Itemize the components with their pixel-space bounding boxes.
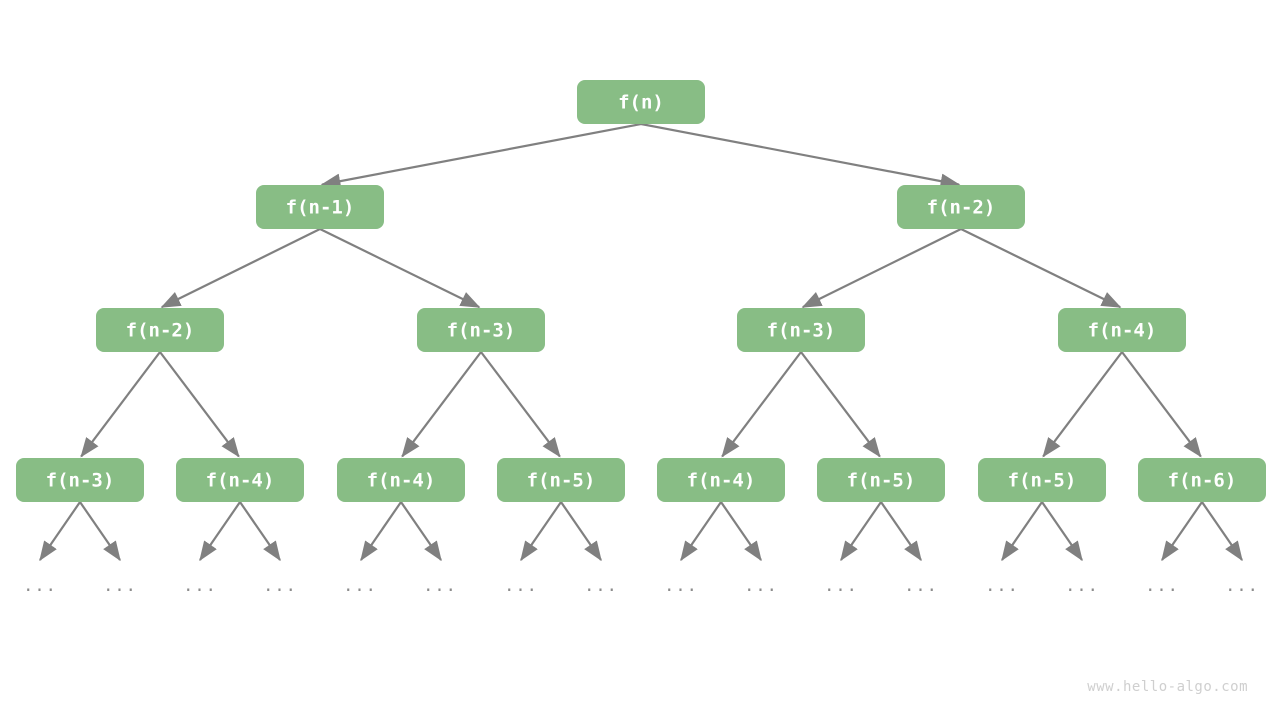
tree-edge xyxy=(320,122,642,189)
tree-edge xyxy=(159,351,240,458)
ellipsis-label: ... xyxy=(504,576,538,596)
tree-edge xyxy=(721,351,802,458)
tree-node-box xyxy=(1138,458,1266,502)
ellipsis-label: ... xyxy=(744,576,778,596)
tree-node-box xyxy=(978,458,1106,502)
tree-node[interactable]: f(n-6) xyxy=(1138,458,1266,502)
ellipsis-label: ... xyxy=(423,576,457,596)
tree-node-box xyxy=(256,185,384,229)
tree-node-label: f(n-3) xyxy=(767,320,836,342)
edges-layer xyxy=(80,122,1202,458)
ellipsis-label: ... xyxy=(664,576,698,596)
tree-node-label: f(n-2) xyxy=(927,197,996,219)
ellipsis-label: ... xyxy=(23,576,57,596)
tree-edge xyxy=(80,351,161,458)
tree-node[interactable]: f(n-4) xyxy=(657,458,785,502)
tree-leaf-edge xyxy=(840,501,882,562)
tree-node[interactable]: f(n-4) xyxy=(176,458,304,502)
tree-node-label: f(n-4) xyxy=(687,470,756,492)
tree-leaf-edge xyxy=(720,501,762,562)
tree-node-box xyxy=(16,458,144,502)
tree-node-label: f(n-1) xyxy=(286,197,355,219)
tree-node-box xyxy=(897,185,1025,229)
tree-edge xyxy=(801,228,962,309)
ellipsis-label: ... xyxy=(985,576,1019,596)
tree-node[interactable]: f(n-5) xyxy=(817,458,945,502)
tree-node-box xyxy=(817,458,945,502)
tree-node-label: f(n-3) xyxy=(46,470,115,492)
tree-edge xyxy=(319,228,481,309)
tree-node-box xyxy=(1058,308,1186,352)
ellipsis-label: ... xyxy=(103,576,137,596)
ellipsis-label: ... xyxy=(824,576,858,596)
tree-node-label: f(n) xyxy=(618,92,664,114)
ellipsis-label: ... xyxy=(1065,576,1099,596)
tree-leaf-edge xyxy=(79,501,121,562)
tree-leaf-edge xyxy=(1041,501,1083,562)
tree-node-box xyxy=(176,458,304,502)
tree-leaf-edge xyxy=(1161,501,1203,562)
tree-edge xyxy=(640,122,961,189)
tree-node[interactable]: f(n) xyxy=(577,80,705,124)
tree-leaf-edge xyxy=(1201,501,1243,562)
tree-node-box xyxy=(417,308,545,352)
tree-leaf-edge xyxy=(680,501,722,562)
tree-edge xyxy=(480,351,561,458)
tree-node-label: f(n-2) xyxy=(126,320,195,342)
tree-edge xyxy=(1121,351,1202,458)
ellipsis-label: ... xyxy=(183,576,217,596)
tree-node-box xyxy=(337,458,465,502)
leaf-edges-layer xyxy=(39,501,1243,562)
tree-leaf-edge xyxy=(400,501,442,562)
tree-edge xyxy=(960,228,1122,309)
tree-node-label: f(n-4) xyxy=(1088,320,1157,342)
tree-node[interactable]: f(n-1) xyxy=(256,185,384,229)
tree-node-box xyxy=(96,308,224,352)
tree-node-label: f(n-5) xyxy=(847,470,916,492)
tree-node[interactable]: f(n-4) xyxy=(1058,308,1186,352)
tree-leaf-edge xyxy=(1001,501,1043,562)
tree-node-label: f(n-4) xyxy=(206,470,275,492)
tree-node[interactable]: f(n-5) xyxy=(978,458,1106,502)
tree-node-label: f(n-6) xyxy=(1168,470,1237,492)
tree-node-box xyxy=(497,458,625,502)
tree-edge xyxy=(800,351,881,458)
tree-node-label: f(n-3) xyxy=(447,320,516,342)
tree-node-box xyxy=(657,458,785,502)
watermark: www.hello-algo.com xyxy=(1087,679,1248,695)
tree-node[interactable]: f(n-2) xyxy=(96,308,224,352)
tree-node[interactable]: f(n-2) xyxy=(897,185,1025,229)
tree-node[interactable]: f(n-3) xyxy=(417,308,545,352)
ellipsis-label: ... xyxy=(904,576,938,596)
tree-leaf-edge xyxy=(520,501,562,562)
tree-node[interactable]: f(n-3) xyxy=(16,458,144,502)
tree-node-box xyxy=(737,308,865,352)
tree-node[interactable]: f(n-3) xyxy=(737,308,865,352)
ellipsis-label: ... xyxy=(584,576,618,596)
tree-leaf-edge xyxy=(39,501,81,562)
ellipsis-label: ... xyxy=(1225,576,1259,596)
tree-edge xyxy=(160,228,321,309)
tree-edge xyxy=(1042,351,1123,458)
tree-node-label: f(n-5) xyxy=(527,470,596,492)
tree-edge xyxy=(401,351,482,458)
ellipsis-label: ... xyxy=(1145,576,1179,596)
ellipsis-label: ... xyxy=(343,576,377,596)
tree-leaf-edge xyxy=(560,501,602,562)
tree-node-label: f(n-4) xyxy=(367,470,436,492)
tree-leaf-edge xyxy=(880,501,922,562)
tree-node[interactable]: f(n-5) xyxy=(497,458,625,502)
tree-node-box xyxy=(577,80,705,124)
ellipsis-label: ... xyxy=(263,576,297,596)
tree-node[interactable]: f(n-4) xyxy=(337,458,465,502)
ellipses-layer: ........................................… xyxy=(23,576,1259,596)
tree-leaf-edge xyxy=(239,501,281,562)
tree-leaf-edge xyxy=(199,501,241,562)
tree-leaf-edge xyxy=(360,501,402,562)
tree-node-label: f(n-5) xyxy=(1008,470,1077,492)
nodes-layer: f(n) f(n-1) f(n-2) f(n-2) f(n-3) f(n-3) f(n-4)… xyxy=(16,80,1266,502)
